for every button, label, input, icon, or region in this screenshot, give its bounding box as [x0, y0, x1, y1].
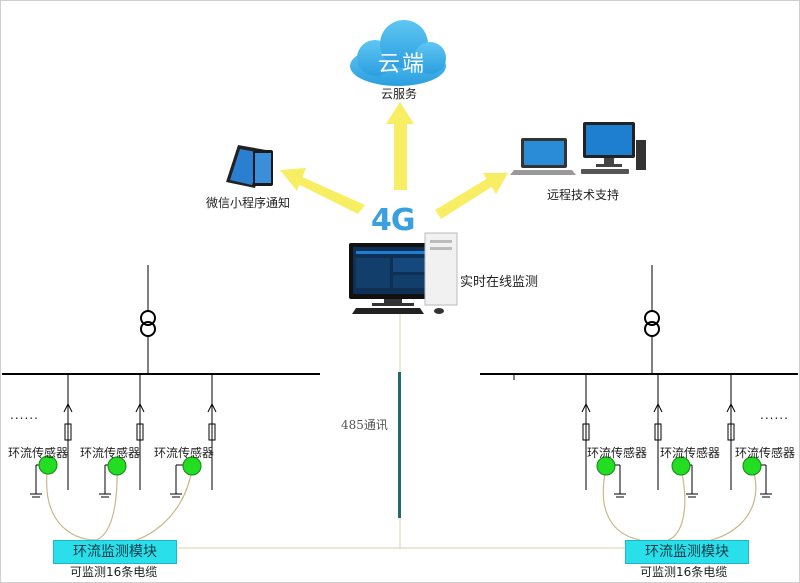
monitor-label: 实时在线监测: [460, 275, 539, 290]
comm-label: 485通讯: [341, 418, 388, 432]
remote-support-label: 远程技术支持: [547, 188, 620, 202]
right-dots: ......: [760, 408, 789, 422]
arrow-left: [280, 168, 365, 214]
cloud-icon: [350, 20, 446, 86]
left-sensor-3-icon: [182, 456, 202, 476]
monitoring-pc-icon: [349, 232, 458, 314]
cloud-subtitle: 云服务: [381, 87, 418, 101]
right-sensor-1-label: 环流传感器: [587, 446, 648, 460]
left-sensor-2-label: 环流传感器: [80, 446, 141, 460]
left-module-caption: 可监测16条电缆: [70, 565, 158, 579]
cloud-title: 云端: [377, 52, 426, 77]
right-module-caption: 可监测16条电缆: [640, 565, 728, 579]
right-sensor-2-icon: [671, 456, 691, 476]
arrow-up: [386, 102, 414, 190]
left-sensor-3-label: 环流传感器: [154, 446, 215, 460]
right-module-box: 环流监测模块: [625, 540, 749, 564]
right-sensor-cables: [602, 465, 757, 543]
4g-badge: 4G: [371, 203, 415, 238]
right-sensor-3-icon: [742, 456, 762, 476]
right-sensor-2-label: 环流传感器: [660, 446, 721, 460]
left-sensor-1-label: 环流传感器: [8, 446, 69, 460]
right-sensor-1-icon: [596, 456, 616, 476]
arrow-right: [435, 173, 508, 219]
left-substation: [2, 265, 320, 498]
wechat-label: 微信小程序通知: [206, 196, 291, 210]
left-sensor-2-icon: [107, 456, 127, 476]
comm-line: [398, 372, 401, 518]
left-sensor-1-icon: [38, 455, 58, 475]
tablet-icon: [226, 145, 273, 188]
left-dots: ......: [10, 408, 39, 422]
right-sensor-3-label: 环流传感器: [735, 446, 796, 460]
laptop-desktop-icon: [510, 122, 646, 175]
left-module-box: 环流监测模块: [53, 540, 177, 564]
